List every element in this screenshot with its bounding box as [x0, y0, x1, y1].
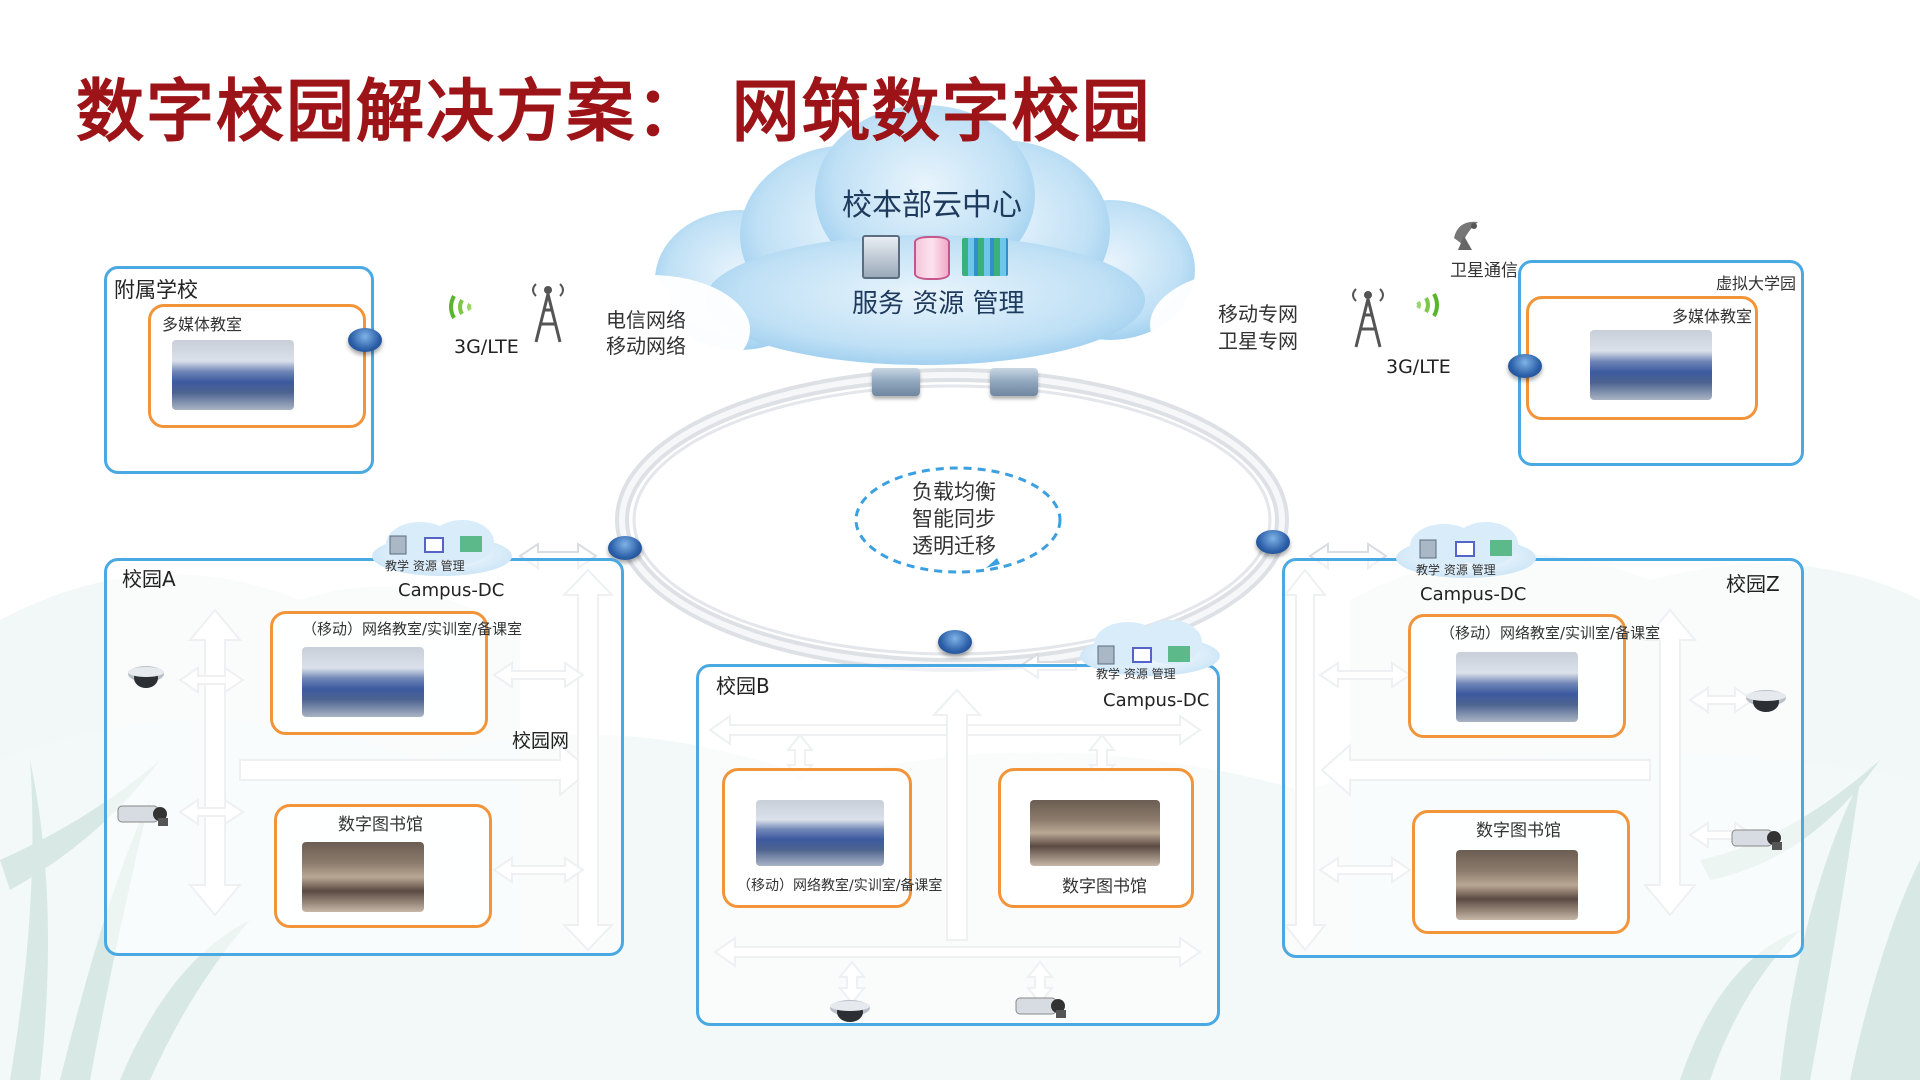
right-signal-label: 3G/LTE	[1386, 356, 1451, 378]
wifi-signal-icon-right	[1416, 293, 1439, 317]
cloud-center-services: 服务 资源 管理	[852, 289, 1025, 319]
dome-camera-icon	[128, 666, 164, 688]
right-network-line1: 移动专网	[1218, 302, 1298, 326]
campus-a-dc-services: 教学 资源 管理	[385, 559, 465, 573]
library-photo	[1030, 800, 1160, 866]
classroom-photo	[172, 340, 294, 410]
campus-a-network-label: 校园网	[512, 730, 570, 752]
cloud-center-title: 校本部云中心	[842, 188, 1022, 223]
campus-b-dc-services: 教学 资源 管理	[1096, 667, 1176, 681]
campus-z-classroom-label: （移动）网络教室/实训室/备课室	[1440, 624, 1661, 642]
campus-a-library-label: 数字图书馆	[338, 815, 423, 835]
cell-tower-icon-right	[1352, 288, 1384, 348]
campus-z-dc-label: Campus-DC	[1420, 584, 1527, 605]
campus-a-title: 校园A	[122, 567, 176, 591]
campus-z-dc-cloud	[1396, 522, 1536, 578]
classroom-photo	[1456, 652, 1578, 722]
left-signal-label: 3G/LTE	[454, 336, 519, 358]
right-network-line2: 卫星专网	[1218, 329, 1298, 353]
campus-b-dc-label: Campus-DC	[1103, 690, 1210, 711]
affiliated-school-title: 附属学校	[114, 278, 198, 302]
database-icon	[914, 236, 950, 280]
satellite-dish-icon	[1454, 221, 1478, 250]
campus-z-dc-services: 教学 资源 管理	[1416, 563, 1496, 577]
bullet-camera-icon	[117, 805, 168, 826]
page-title: 数字校园解决方案： 网筑数字校园	[76, 73, 1152, 152]
campus-z-title: 校园Z	[1726, 572, 1780, 596]
classroom-photo	[756, 800, 884, 866]
dome-camera-icon	[830, 1000, 870, 1022]
campus-a-dc-cloud	[372, 520, 512, 576]
dome-camera-icon	[1746, 690, 1786, 712]
left-network-line2: 移动网络	[606, 334, 686, 358]
ring-node-campus-z	[1256, 530, 1290, 554]
virtual-college-title: 虚拟大学园	[1716, 274, 1797, 293]
library-photo	[1456, 850, 1578, 920]
core-switch-left	[872, 368, 920, 396]
bullet-camera-icon	[1731, 829, 1782, 850]
ring-text-line2: 智能同步	[912, 507, 996, 531]
classroom-photo	[302, 647, 424, 717]
bullet-camera-icon	[1015, 997, 1066, 1018]
cell-tower-icon	[532, 283, 564, 343]
server-icon	[862, 235, 900, 279]
satellite-label: 卫星通信	[1450, 261, 1518, 281]
campus-b-library-label: 数字图书馆	[1062, 877, 1147, 897]
affiliated-node	[348, 328, 382, 352]
affiliated-room-label: 多媒体教室	[162, 315, 243, 334]
campus-a-classroom-label: （移动）网络教室/实训室/备课室	[302, 620, 523, 638]
virtual-room-label: 多媒体教室	[1672, 307, 1753, 326]
campus-z-library-label: 数字图书馆	[1476, 821, 1561, 841]
library-photo	[302, 842, 424, 912]
campus-b-dc-cloud	[1080, 620, 1220, 676]
campus-b-classroom-label: （移动）网络教室/实训室/备课室	[737, 878, 943, 894]
campus-a-dc-label: Campus-DC	[398, 580, 505, 601]
ring-text-line3: 透明迁移	[912, 534, 996, 558]
left-network-line1: 电信网络	[606, 308, 686, 332]
ring-text-line1: 负载均衡	[912, 480, 996, 504]
management-icon	[962, 238, 1008, 276]
ring-node-campus-a	[608, 536, 642, 560]
core-switch-right	[990, 368, 1038, 396]
wifi-signal-icon	[449, 295, 472, 319]
campus-b-title: 校园B	[716, 674, 770, 698]
classroom-photo	[1590, 330, 1712, 400]
ring-node-campus-b	[938, 630, 972, 654]
virtual-node	[1508, 354, 1542, 378]
